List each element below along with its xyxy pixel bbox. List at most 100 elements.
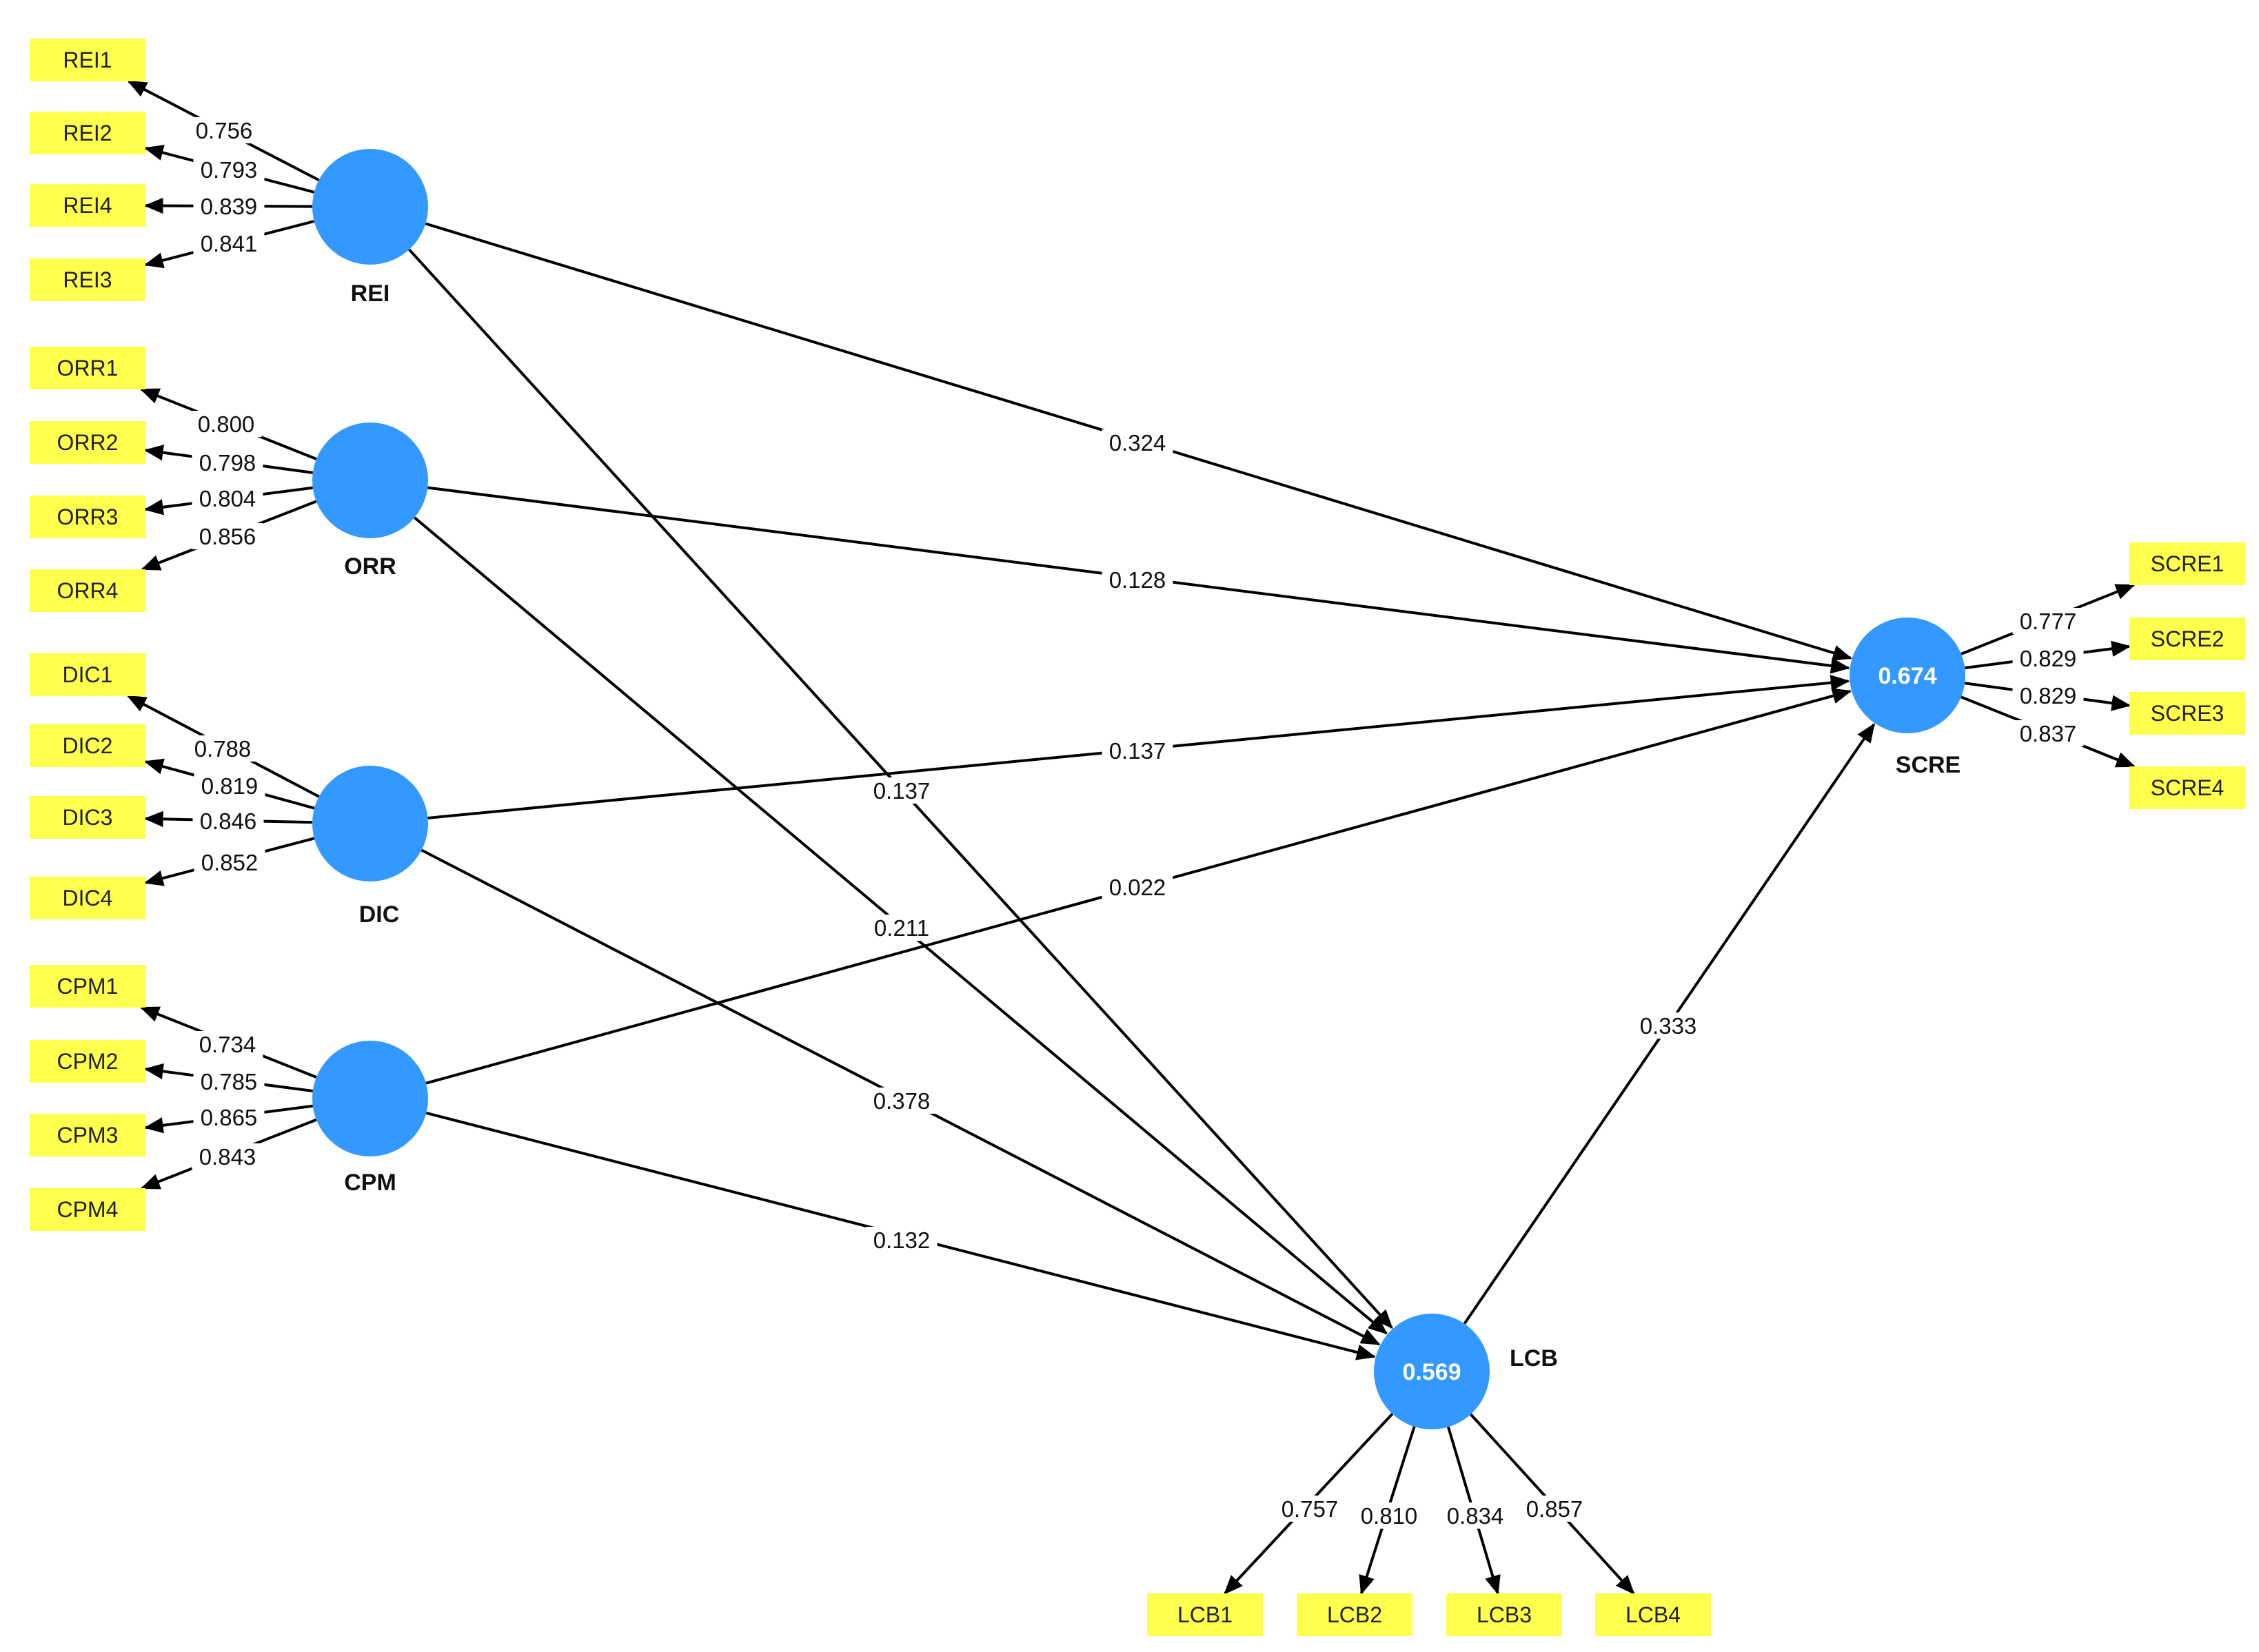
indicator-lcb4[interactable]: LCB4 xyxy=(1595,1593,1711,1636)
loading-value-rei1: 0.756 xyxy=(196,118,253,143)
indicator-box xyxy=(30,796,145,839)
loading-value-cpm2: 0.785 xyxy=(201,1069,258,1094)
indicator-rei3[interactable]: REI3 xyxy=(30,258,145,301)
indicator-scre2[interactable]: SCRE2 xyxy=(2129,618,2245,660)
loading-value-rei2-bg xyxy=(193,156,265,183)
indicator-dic2[interactable]: DIC2 xyxy=(30,724,145,767)
indicator-box xyxy=(30,496,145,538)
indicator-box xyxy=(30,724,145,767)
indicator-label: REI4 xyxy=(63,193,112,218)
loading-value-dic3-bg xyxy=(192,808,264,834)
indicator-label: ORR3 xyxy=(57,504,119,529)
latent-dic[interactable]: DIC xyxy=(312,766,428,928)
loading-value-lcb4-bg xyxy=(1519,1496,1590,1522)
loading-value-orr2-bg xyxy=(192,449,263,476)
loading-value-scre3: 0.829 xyxy=(2020,683,2077,708)
indicator-lcb3[interactable]: LCB3 xyxy=(1446,1593,1562,1636)
indicator-cpm1[interactable]: CPM1 xyxy=(30,965,145,1008)
indicator-lcb1[interactable]: LCB1 xyxy=(1147,1593,1263,1636)
indicator-box xyxy=(1147,1593,1263,1636)
indicator-label: CPM2 xyxy=(57,1049,119,1074)
indicator-label: LCB3 xyxy=(1477,1602,1532,1627)
r-squared-value: 0.674 xyxy=(1878,663,1936,689)
latent-circle xyxy=(312,149,428,265)
indicator-scre3[interactable]: SCRE3 xyxy=(2129,692,2245,735)
indicator-dic1[interactable]: DIC1 xyxy=(30,653,145,696)
latent-orr[interactable]: ORR xyxy=(312,422,428,580)
loading-value-lcb2-bg xyxy=(1353,1502,1425,1529)
loading-value-lcb4: 0.857 xyxy=(1526,1496,1583,1522)
indicator-cpm2[interactable]: CPM2 xyxy=(30,1040,145,1083)
indicator-dic3[interactable]: DIC3 xyxy=(30,796,145,839)
indicator-box xyxy=(30,1114,145,1156)
path-coef-orr-scre-bg xyxy=(1102,567,1173,593)
indicator-rei4[interactable]: REI4 xyxy=(30,184,145,227)
path-coef-dic-scre-bg xyxy=(1102,737,1173,764)
path-coef-rei-lcb-bg xyxy=(866,777,938,804)
path-coef-lcb-scre-bg xyxy=(1632,1012,1704,1039)
loading-value-scre1: 0.777 xyxy=(2020,609,2077,634)
indicator-label: LCB2 xyxy=(1327,1602,1382,1627)
indicator-box xyxy=(2129,692,2245,735)
loading-value-lcb3-bg xyxy=(1439,1502,1511,1529)
indicator-label: DIC1 xyxy=(63,662,113,687)
indicator-label: ORR2 xyxy=(57,430,119,455)
r-squared-value: 0.569 xyxy=(1402,1359,1461,1385)
indicator-label: LCB4 xyxy=(1625,1602,1681,1627)
indicator-dic4[interactable]: DIC4 xyxy=(30,877,145,919)
latent-circle xyxy=(312,1041,428,1156)
indicator-box xyxy=(30,347,145,389)
loading-value-scre4-bg xyxy=(2012,720,2084,746)
loading-value-cpm4-bg xyxy=(192,1143,263,1170)
indicator-box xyxy=(30,653,145,696)
indicator-orr3[interactable]: ORR3 xyxy=(30,496,145,538)
loading-value-rei4-bg xyxy=(193,193,265,219)
indicator-label: DIC4 xyxy=(63,886,113,910)
path-coef-dic-scre: 0.137 xyxy=(1109,738,1166,764)
loading-value-orr4-bg xyxy=(192,523,263,549)
indicator-cpm4[interactable]: CPM4 xyxy=(30,1188,145,1231)
indicator-box xyxy=(2129,542,2245,585)
indicator-orr1[interactable]: ORR1 xyxy=(30,347,145,389)
indicator-orr4[interactable]: ORR4 xyxy=(30,569,145,612)
indicator-orr2[interactable]: ORR2 xyxy=(30,421,145,464)
latent-label: ORR xyxy=(344,553,396,580)
indicator-rei2[interactable]: REI2 xyxy=(30,112,145,154)
indicator-box xyxy=(30,112,145,154)
latent-circle xyxy=(312,766,428,881)
latent-rei[interactable]: REI xyxy=(312,149,428,307)
indicator-scre4[interactable]: SCRE4 xyxy=(2129,766,2245,809)
indicator-label: SCRE1 xyxy=(2151,551,2225,576)
indicator-label: REI2 xyxy=(63,121,112,145)
loading-value-dic1-bg xyxy=(187,735,259,762)
loading-value-orr3: 0.804 xyxy=(199,486,256,511)
indicator-box xyxy=(30,1040,145,1083)
indicator-box xyxy=(1297,1593,1412,1636)
latent-cpm[interactable]: CPM xyxy=(312,1041,428,1196)
loading-value-dic4: 0.852 xyxy=(201,850,259,875)
path-coef-cpm-scre: 0.022 xyxy=(1109,875,1166,900)
loading-value-rei4: 0.839 xyxy=(201,194,258,219)
loading-value-dic3: 0.846 xyxy=(200,808,257,834)
indicator-label: SCRE2 xyxy=(2151,626,2225,651)
loading-value-lcb2: 0.810 xyxy=(1361,1503,1418,1529)
indicator-lcb2[interactable]: LCB2 xyxy=(1297,1593,1412,1636)
indicator-rei1[interactable]: REI1 xyxy=(30,39,145,81)
indicator-label: REI1 xyxy=(63,48,112,72)
indicator-label: DIC2 xyxy=(63,733,113,758)
loading-value-rei3-bg xyxy=(193,230,265,256)
latent-circle xyxy=(1850,618,1965,733)
latent-label: CPM xyxy=(344,1170,396,1196)
indicator-label: ORR4 xyxy=(57,578,119,603)
path-coef-cpm-lcb-bg xyxy=(866,1227,938,1253)
loading-value-lcb1: 0.757 xyxy=(1282,1496,1339,1522)
indicator-cpm3[interactable]: CPM3 xyxy=(30,1114,145,1156)
loading-value-scre4: 0.837 xyxy=(2020,721,2077,746)
loading-value-scre3-bg xyxy=(2012,682,2084,708)
loading-value-cpm2-bg xyxy=(193,1068,265,1094)
latent-circle xyxy=(312,422,428,538)
indicator-scre1[interactable]: SCRE1 xyxy=(2129,542,2245,585)
